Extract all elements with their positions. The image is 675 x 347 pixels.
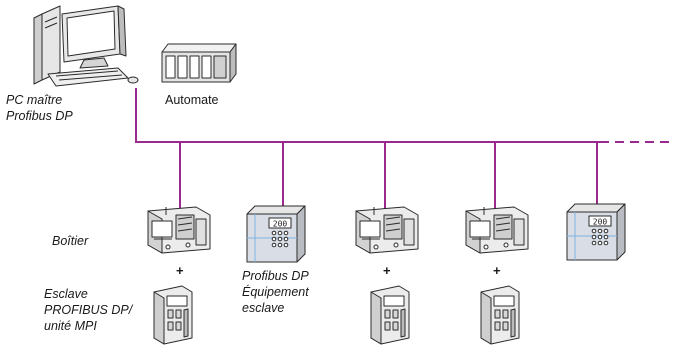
cabinet-display-text: 200 [273,220,288,229]
drive-enclosure-icon [465,206,529,254]
cabinet-display-text: 200 [593,218,608,227]
pc-master-label: PC maître Profibus DP [6,92,73,124]
plus-sign: + [493,263,501,278]
plc-icon [161,43,237,83]
slave-equipment-cabinet-icon: 200 [246,205,306,263]
drive-enclosure-icon [147,206,211,254]
slave-unit-label: Esclave PROFIBUS DP/ unité MPI [44,286,132,334]
slave-equipment-label-line: esclave [242,301,285,315]
plc-label: Automate [165,93,219,107]
computer-icon [33,5,139,87]
plus-sign: + [383,263,391,278]
profibus-module-icon [480,285,520,345]
slave-equipment-label-line: Équipement [242,285,309,299]
plus-sign: + [176,263,184,278]
slave-equipment-label-line: Profibus DP [242,269,309,283]
profibus-bus [135,88,675,214]
slave-unit-label-line: PROFIBUS DP/ [44,303,133,317]
pc-master-label-line: Profibus DP [6,109,73,123]
enclosure-label: Boîtier [52,234,89,248]
profibus-module-icon [153,285,193,345]
drive-enclosure-icon [355,206,419,254]
slave-unit-label-line: Esclave [44,287,88,301]
slave-unit-label-line: unité MPI [44,319,97,333]
pc-master-label-line: PC maître [6,93,63,107]
profibus-module-icon [370,285,410,345]
slave-equipment-cabinet-icon: 200 [566,203,626,261]
slave-equipment-label: Profibus DP Équipement esclave [242,268,309,316]
